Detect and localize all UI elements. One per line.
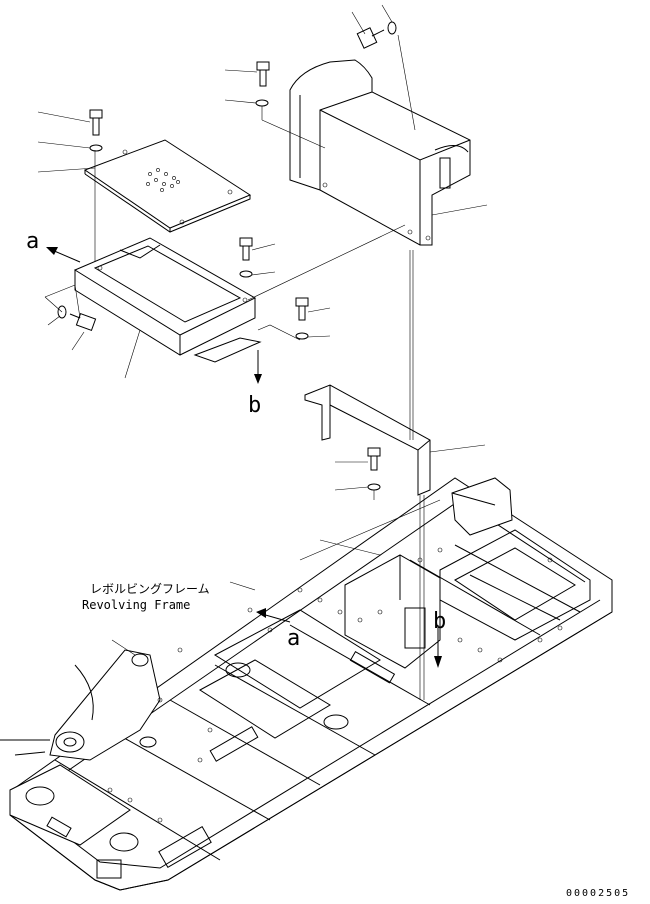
bracket <box>304 384 431 496</box>
side-cover <box>289 59 471 246</box>
drawing-number: 00002505 <box>566 888 630 899</box>
tray-box <box>73 237 262 363</box>
washer-plate <box>89 144 103 152</box>
view-arrow-a-frame <box>256 608 291 623</box>
frame-bolt-holes <box>107 547 563 823</box>
revolving-frame <box>0 477 613 891</box>
washer-cover-top <box>255 99 269 107</box>
washer-bracket <box>367 483 381 491</box>
washer-tray-right-2 <box>295 332 309 340</box>
view-arrow-b-frame <box>434 625 442 668</box>
view-label-a-frame: a <box>287 626 300 651</box>
washer-tray-left <box>57 305 67 319</box>
view-label-b-top: b <box>248 393 261 418</box>
washer-tray-right-1 <box>239 270 253 278</box>
bolt-tray-left <box>69 312 97 332</box>
bolt-plate <box>89 109 103 136</box>
frame-name-japanese: レボルビングフレーム <box>90 582 210 596</box>
bolt-cover-top <box>256 61 270 87</box>
bolt-tray-right-1 <box>239 237 253 261</box>
washer-top-right <box>387 21 397 35</box>
fasteners <box>57 21 397 491</box>
cover-plate <box>83 139 252 233</box>
bolt-bracket <box>367 447 381 471</box>
view-label-b-frame: b <box>433 609 446 634</box>
view-label-a-top: a <box>26 229 39 254</box>
bolt-top-right <box>356 27 385 49</box>
bolt-tray-right-2 <box>295 297 309 321</box>
view-arrow-b-top <box>254 350 262 384</box>
view-arrow-a-top <box>46 247 81 263</box>
perforation-holes <box>146 168 180 192</box>
frame-name-english: Revolving Frame <box>82 598 190 612</box>
leader-lines <box>37 4 488 700</box>
